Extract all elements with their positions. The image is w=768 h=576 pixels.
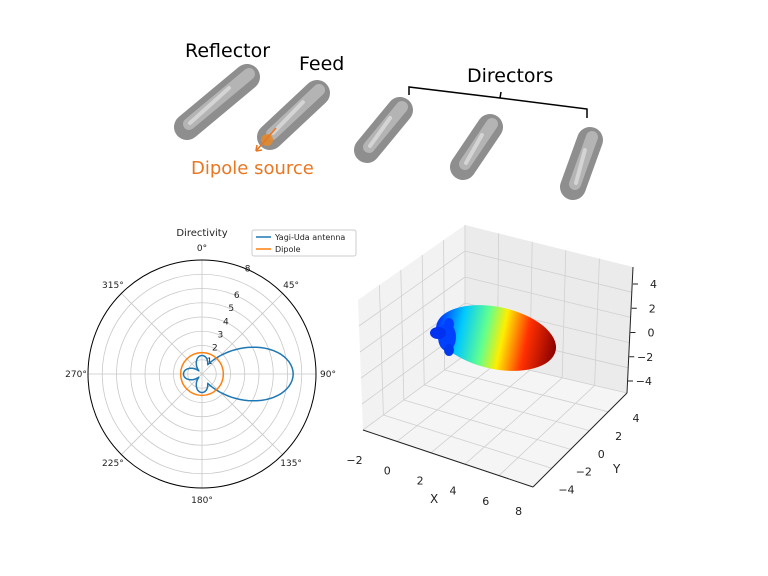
angle-tick-label: 225° <box>102 459 124 469</box>
z-tick-label: 0 <box>648 327 655 340</box>
gridline <box>430 369 531 454</box>
angular-gridline <box>121 373 203 455</box>
angle-tick-label: 0° <box>197 244 207 254</box>
angle-tick-label: 90° <box>320 370 336 380</box>
angle-tick-label: 315° <box>102 281 124 291</box>
legend: Yagi-Uda antenna Dipole <box>251 229 357 257</box>
gridline <box>359 276 466 353</box>
radiation-lobe <box>430 305 557 371</box>
gridline <box>464 276 631 318</box>
y-tick-label: −2 <box>576 466 592 479</box>
dipole-arrow-icon <box>255 127 277 152</box>
gridline <box>421 254 425 386</box>
gridline <box>444 369 609 413</box>
yagi-uda-pattern-line <box>182 346 294 402</box>
x-axis-label: X <box>430 492 438 506</box>
gridline <box>464 377 563 465</box>
left-pane <box>358 225 465 430</box>
z-tick-label: −2 <box>637 351 653 364</box>
director-3-element <box>560 127 603 200</box>
y-tick-label: 4 <box>633 412 640 425</box>
radial-tick-label: 3 <box>217 331 223 341</box>
polar-frame <box>87 259 317 489</box>
x-tick-label: 2 <box>417 474 424 487</box>
angular-gridline <box>121 293 203 375</box>
gridline <box>403 399 571 450</box>
dipole-pattern-line <box>179 351 225 397</box>
gridline <box>400 269 405 401</box>
y-tick-label: −4 <box>558 483 574 496</box>
gridline <box>464 250 632 293</box>
radial-tick-label: 6 <box>234 291 240 301</box>
x-tick-label: 0 <box>384 464 391 477</box>
gridline <box>424 384 590 431</box>
gridline <box>379 284 384 416</box>
z-axis <box>626 266 634 394</box>
gridline <box>594 258 600 386</box>
angle-tick-label: 270° <box>65 370 87 380</box>
z-tick-label: 2 <box>649 302 656 315</box>
angle-tick-label: 135° <box>280 459 302 469</box>
x-tick-label: 4 <box>449 485 456 498</box>
radial-tick-label: 5 <box>228 304 234 314</box>
x-tick-label: 6 <box>482 495 489 508</box>
y-tick-label: 0 <box>598 448 605 461</box>
legend-yagi: Yagi-Uda antenna <box>274 233 345 242</box>
x-axis <box>362 429 534 488</box>
gridline <box>561 250 567 378</box>
yagi-uda-diagram: Reflector Feed Directors Dipole source <box>174 40 603 200</box>
director-2-element <box>450 114 503 180</box>
feed-label: Feed <box>299 53 344 75</box>
polar-title: Directivity <box>176 228 227 239</box>
director-1-element <box>354 97 413 163</box>
floor-pane <box>363 355 627 487</box>
radial-tick-label: 8 <box>245 265 251 275</box>
gridline <box>498 385 595 476</box>
angular-gridline <box>201 293 283 375</box>
radial-tick-label: 4 <box>223 317 229 327</box>
directors-label: Directors <box>467 65 553 87</box>
angle-tick-label: 180° <box>191 496 213 506</box>
dipole-source-label: Dipole source <box>191 158 314 179</box>
angle-tick-label: 45° <box>283 281 299 291</box>
x-tick-label: −2 <box>346 454 362 467</box>
z-tick-label: −4 <box>636 375 652 388</box>
legend-dipole: Dipole <box>275 245 301 254</box>
polar-directivity-plot: Directivity 0° 45° 90° 135° 180° 225° 270° 315°… <box>65 228 357 506</box>
radial-tick-label: 1 <box>207 357 213 367</box>
y-tick-label: 2 <box>615 430 622 443</box>
radial-tick-label: 2 <box>212 344 218 354</box>
angular-gridline <box>201 373 283 455</box>
y-axis-label: Y <box>612 462 621 476</box>
gridline <box>383 414 552 469</box>
gridline <box>396 362 498 442</box>
x-tick-label: 8 <box>515 505 522 518</box>
gridline <box>358 250 466 327</box>
feed-element <box>257 80 330 150</box>
directors-bracket <box>408 86 588 118</box>
y-axis <box>532 392 628 488</box>
reflector-label: Reflector <box>185 40 270 62</box>
reflector-element <box>174 64 260 140</box>
z-tick-label: 4 <box>650 278 657 291</box>
gridline <box>362 354 466 431</box>
